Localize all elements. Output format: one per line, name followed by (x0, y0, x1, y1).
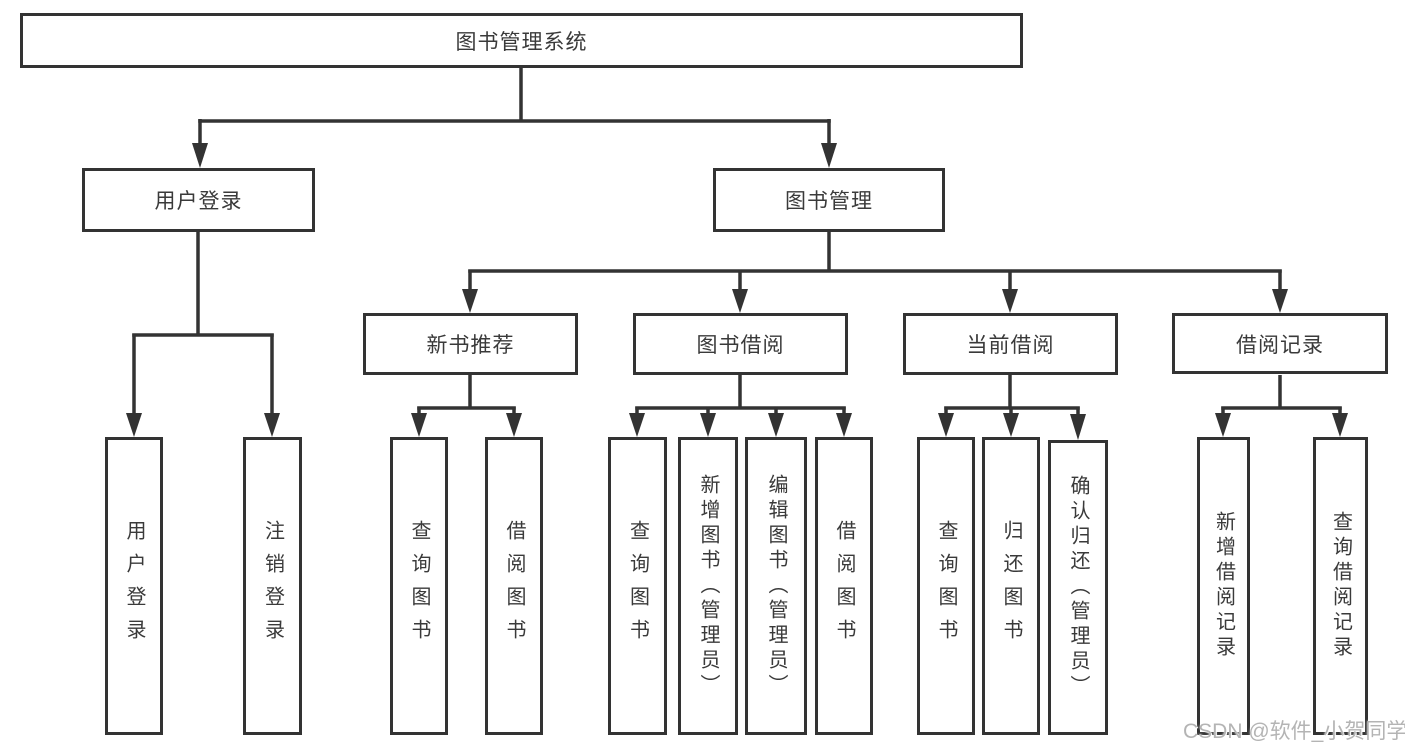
node-leaf-query-books-1: 查询图书 (390, 437, 448, 735)
node-label: 图书管理 (785, 190, 873, 213)
node-new-book-recommendation: 新书推荐 (363, 313, 578, 375)
node-leaf-return-books: 归还图书 (982, 437, 1040, 735)
node-borrowing-records: 借阅记录 (1172, 313, 1388, 374)
node-label: 新书推荐 (426, 334, 515, 357)
node-leaf-borrow-books-2: 借阅图书 (815, 437, 873, 735)
node-label: 编辑图书（管理员） (765, 473, 787, 699)
node-label: 借阅图书 (503, 520, 525, 652)
node-leaf-add-borrow-record: 新增借阅记录 (1197, 437, 1250, 735)
node-leaf-logout: 注销登录 (243, 437, 302, 735)
node-leaf-borrow-books-1: 借阅图书 (485, 437, 543, 735)
node-leaf-user-login: 用户登录 (105, 437, 163, 735)
node-label: 图书管理系统 (455, 30, 588, 54)
node-label: 新增借阅记录 (1212, 511, 1235, 661)
node-leaf-query-books-3: 查询图书 (917, 437, 975, 735)
node-label: 借阅图书 (833, 520, 855, 652)
csdn-watermark: CSDN @软件_小贺同学 (1183, 720, 1405, 743)
node-book-management: 图书管理 (713, 168, 945, 232)
node-label: 查询图书 (935, 520, 957, 652)
node-label: 查询借阅记录 (1329, 511, 1352, 661)
node-label: 归还图书 (1000, 520, 1022, 652)
node-leaf-add-books-admin: 新增图书（管理员） (678, 437, 738, 735)
node-label: 用户登录 (123, 520, 145, 652)
node-leaf-query-books-2: 查询图书 (608, 437, 667, 735)
node-root-library-system: 图书管理系统 (20, 13, 1023, 68)
node-label: 借阅记录 (1236, 333, 1324, 357)
node-label: 新增图书（管理员） (697, 473, 719, 699)
node-leaf-edit-books-admin: 编辑图书（管理员） (745, 437, 807, 735)
arrowhead-group (126, 143, 1348, 440)
node-label: 查询图书 (626, 520, 649, 652)
node-user-login: 用户登录 (82, 168, 315, 232)
node-label: 当前借阅 (966, 334, 1055, 357)
node-leaf-query-borrow-record: 查询借阅记录 (1313, 437, 1368, 735)
node-label: 查询图书 (408, 520, 430, 652)
node-label: 确认归还（管理员） (1067, 475, 1089, 700)
node-book-borrowing: 图书借阅 (633, 313, 848, 375)
node-current-borrowing: 当前借阅 (903, 313, 1118, 375)
node-label: 图书借阅 (696, 334, 785, 357)
node-label: 用户登录 (154, 190, 243, 213)
node-label: 注销登录 (261, 520, 284, 652)
node-leaf-confirm-return-admin: 确认归还（管理员） (1048, 440, 1108, 735)
